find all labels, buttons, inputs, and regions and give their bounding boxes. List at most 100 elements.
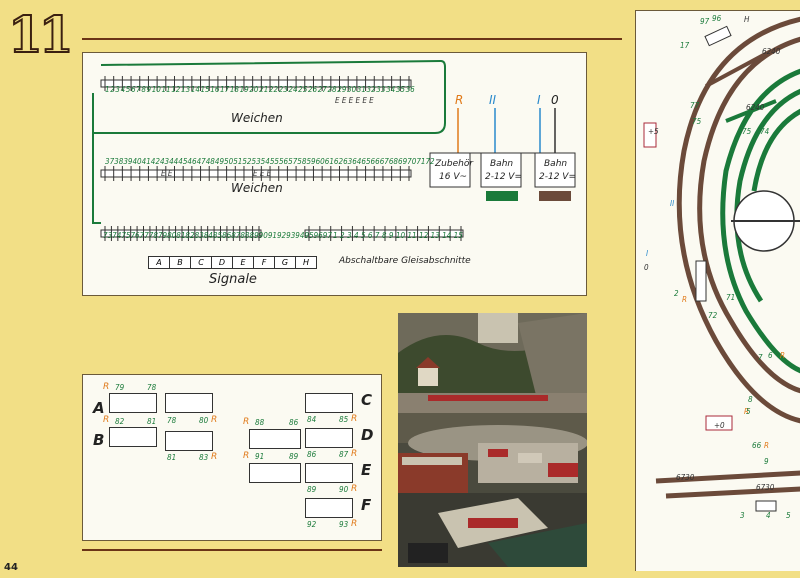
terminal-number: 32	[366, 85, 376, 94]
track-label: 3	[740, 511, 745, 520]
signal-num: 89	[307, 485, 317, 494]
mid-top-r: R	[211, 415, 218, 425]
terminal-number: 66	[370, 157, 380, 166]
terminal-number: 4	[120, 85, 126, 94]
track-label: 6240	[746, 103, 765, 112]
signal-r: R	[351, 519, 358, 529]
terminal-number: 10	[151, 85, 161, 94]
terminal-number: 4	[353, 231, 359, 240]
terminal-number: 92	[276, 231, 287, 240]
terminal-number: 95	[304, 231, 314, 240]
track-label: R	[780, 351, 785, 360]
signal-group-box: D	[211, 256, 233, 269]
terminal-number: 78	[148, 231, 158, 240]
signal-switch-c	[305, 393, 353, 413]
row2-label: Weichen	[231, 181, 283, 195]
terminal-number: 13	[180, 85, 191, 94]
terminal-number: 79	[157, 231, 168, 240]
signal-num: 85	[339, 415, 349, 424]
signal-switch-a	[109, 393, 157, 413]
signals-label: Signale	[209, 272, 257, 287]
terminal-number: 84	[203, 231, 213, 240]
terminal-number: 89	[249, 231, 259, 240]
signal-group-box: B	[169, 256, 191, 269]
center-bottom-b: 89	[289, 452, 299, 461]
bottom-rule	[82, 549, 382, 551]
signal-r: R	[351, 449, 358, 459]
power-label-ii: II	[489, 93, 497, 107]
terminal-number: 14	[190, 85, 200, 94]
signal-switch-center-top	[249, 429, 301, 449]
terminal-number: 7	[374, 231, 380, 240]
terminal-number: 3	[346, 231, 352, 240]
signal-switch-e	[305, 463, 353, 483]
terminal-number: 88	[240, 231, 250, 240]
terminal-number: 31	[356, 85, 366, 94]
terminal-number: 80	[167, 231, 177, 240]
terminal-number: 9	[388, 231, 394, 240]
power-label-i: I	[537, 93, 541, 107]
terminal-number: 2	[110, 85, 115, 94]
terminal-number: 55	[269, 157, 279, 166]
terminal-number: 74	[112, 231, 122, 240]
track-label: II	[670, 199, 675, 208]
track-label: 6730	[756, 483, 775, 492]
terminal-number: 26	[307, 85, 318, 94]
track-label: 77	[690, 101, 700, 110]
terminal-number: 16	[210, 85, 220, 94]
terminal-number: 42	[150, 157, 160, 166]
track1-voltage: 2-12 V=	[485, 172, 522, 182]
track-label: 96	[712, 14, 722, 23]
terminal-number: 62	[333, 157, 344, 166]
terminal-number: 15	[200, 85, 210, 94]
page-number: 44	[4, 562, 18, 573]
terminal-number: 93	[286, 231, 296, 240]
terminal-number: 25	[298, 85, 308, 94]
terminal-number: 86	[222, 231, 232, 240]
signal-r: R	[351, 414, 358, 424]
signal-group-box: C	[190, 256, 212, 269]
terminal-number: 5	[360, 231, 366, 240]
signal-switch-f	[305, 498, 353, 518]
terminal-number: 71	[416, 157, 426, 166]
track-label: 5	[746, 407, 751, 416]
track-label: 6	[768, 351, 773, 360]
signal-letter-f: F	[361, 496, 372, 514]
track-label: 8	[748, 395, 753, 404]
layout-photo	[398, 313, 587, 567]
terminal-number: 76	[130, 231, 140, 240]
center-top-r: R	[243, 417, 250, 427]
terminal-number: 65	[361, 157, 371, 166]
row1-e-marks: E E E E E E	[335, 96, 374, 105]
terminal-number: 2	[339, 231, 345, 240]
terminal-number: 96	[313, 231, 323, 240]
track-label: 71	[726, 293, 736, 302]
terminal-number: 52	[242, 157, 252, 166]
mid-bottom-a: 81	[167, 453, 177, 462]
signal-group-box: H	[295, 256, 317, 269]
signal-group-box: F	[253, 256, 275, 269]
power-label-0: 0	[551, 93, 559, 107]
signals-panel: A R 79 78 B R 82 81 78 80 R 81 83 R R 88…	[82, 374, 382, 541]
signal-letter-d: D	[361, 426, 374, 444]
terminal-number: 8	[381, 231, 387, 240]
terminal-number: 1	[333, 231, 338, 240]
track-label: H	[744, 15, 750, 24]
track1-label: Bahn	[490, 159, 514, 169]
signal-switch-center-bottom	[249, 463, 301, 483]
terminal-number: 30	[347, 85, 357, 94]
track-label: R	[764, 441, 769, 450]
terminal-number: 39	[123, 157, 133, 166]
track-label: 66	[752, 441, 762, 450]
terminal-number: 40	[132, 157, 142, 166]
track-label: 75	[692, 117, 702, 126]
track-label: +5	[648, 127, 659, 136]
terminal-number: 29	[337, 85, 347, 94]
terminal-number: 97	[322, 231, 332, 240]
terminal-number: 82	[185, 231, 195, 240]
signal-num: 86	[307, 450, 317, 459]
terminal-number: 91	[267, 231, 277, 240]
